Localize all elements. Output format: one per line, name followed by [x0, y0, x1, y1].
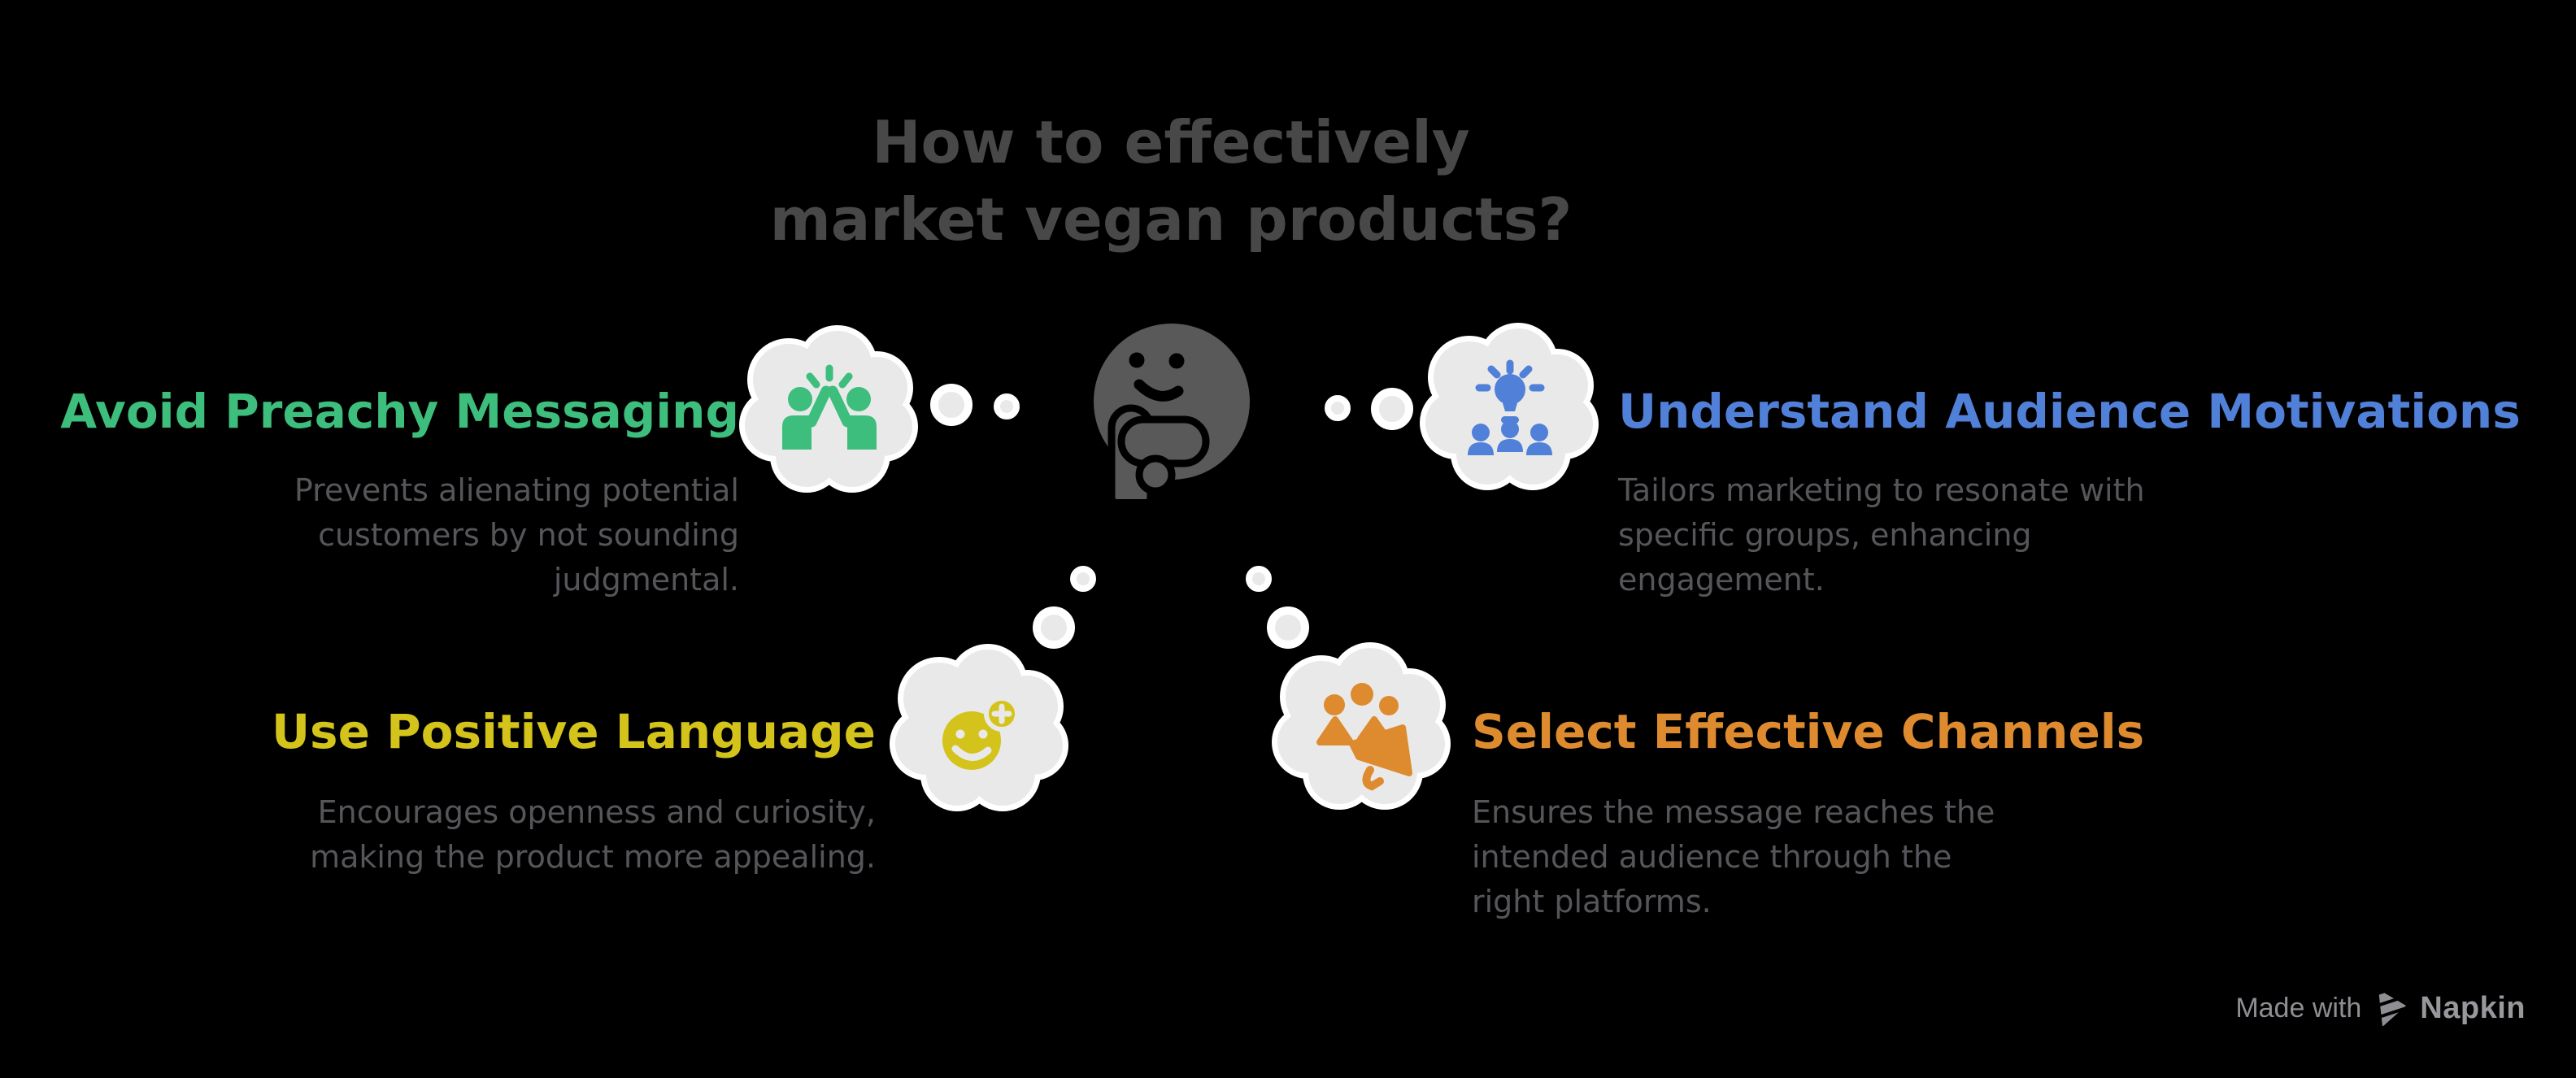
- smiley-plus-icon: [942, 696, 1020, 770]
- made-with-label: Made with: [2235, 992, 2362, 1024]
- thought-bubble-dot: [1371, 388, 1413, 430]
- heading-use-positive-language: Use Positive Language: [271, 704, 876, 759]
- thought-bubble-dot: [1070, 566, 1096, 592]
- section-understand-audience-motivations: Understand Audience Motivations Tailors …: [1618, 384, 2576, 602]
- thought-cloud-blue: [1404, 304, 1616, 515]
- section-avoid-preachy-messaging: Avoid Preachy Messaging Prevents alienat…: [7, 384, 739, 602]
- body-use-positive-language: Encourages openness and curiosity, makin…: [310, 793, 876, 875]
- page-title: How to effectively market vegan products?: [760, 104, 1582, 259]
- audience-lightbulb-icon: [1468, 359, 1552, 455]
- thought-bubble-dot: [1033, 606, 1075, 649]
- thought-cloud-orange: [1256, 624, 1468, 835]
- thought-bubble-dot: [1325, 395, 1351, 421]
- thought-bubble-dot: [1267, 606, 1309, 649]
- heading-avoid-preachy-messaging: Avoid Preachy Messaging: [60, 384, 739, 439]
- page-title-line2: market vegan products?: [769, 185, 1573, 254]
- body-understand-audience-motivations: Tailors marketing to resonate with speci…: [1618, 472, 2145, 598]
- thought-bubble-dot: [1246, 566, 1272, 592]
- napkin-logo-icon: [2378, 989, 2407, 1027]
- thought-cloud-yellow: [874, 625, 1086, 837]
- high-five-icon: [782, 364, 877, 450]
- thought-bubble-dot: [994, 393, 1020, 419]
- page-title-line1: How to effectively: [872, 108, 1470, 176]
- napkin-brand-label: Napkin: [2420, 990, 2526, 1025]
- thought-cloud-green: [724, 306, 935, 518]
- thinking-face-icon: [1094, 324, 1250, 499]
- section-use-positive-language: Use Positive Language Encourages opennes…: [225, 704, 876, 880]
- thought-bubble-dot: [930, 384, 973, 426]
- body-avoid-preachy-messaging: Prevents alienating potential customers …: [294, 472, 739, 598]
- body-select-effective-channels: Ensures the message reaches the intended…: [1472, 793, 1995, 919]
- heading-understand-audience-motivations: Understand Audience Motivations: [1618, 384, 2521, 439]
- heading-select-effective-channels: Select Effective Channels: [1472, 704, 2145, 759]
- footer-credit: Made with Napkin: [2235, 989, 2526, 1028]
- section-select-effective-channels: Select Effective Channels Ensures the me…: [1472, 704, 2236, 924]
- megaphone-audience-icon: [1316, 683, 1412, 791]
